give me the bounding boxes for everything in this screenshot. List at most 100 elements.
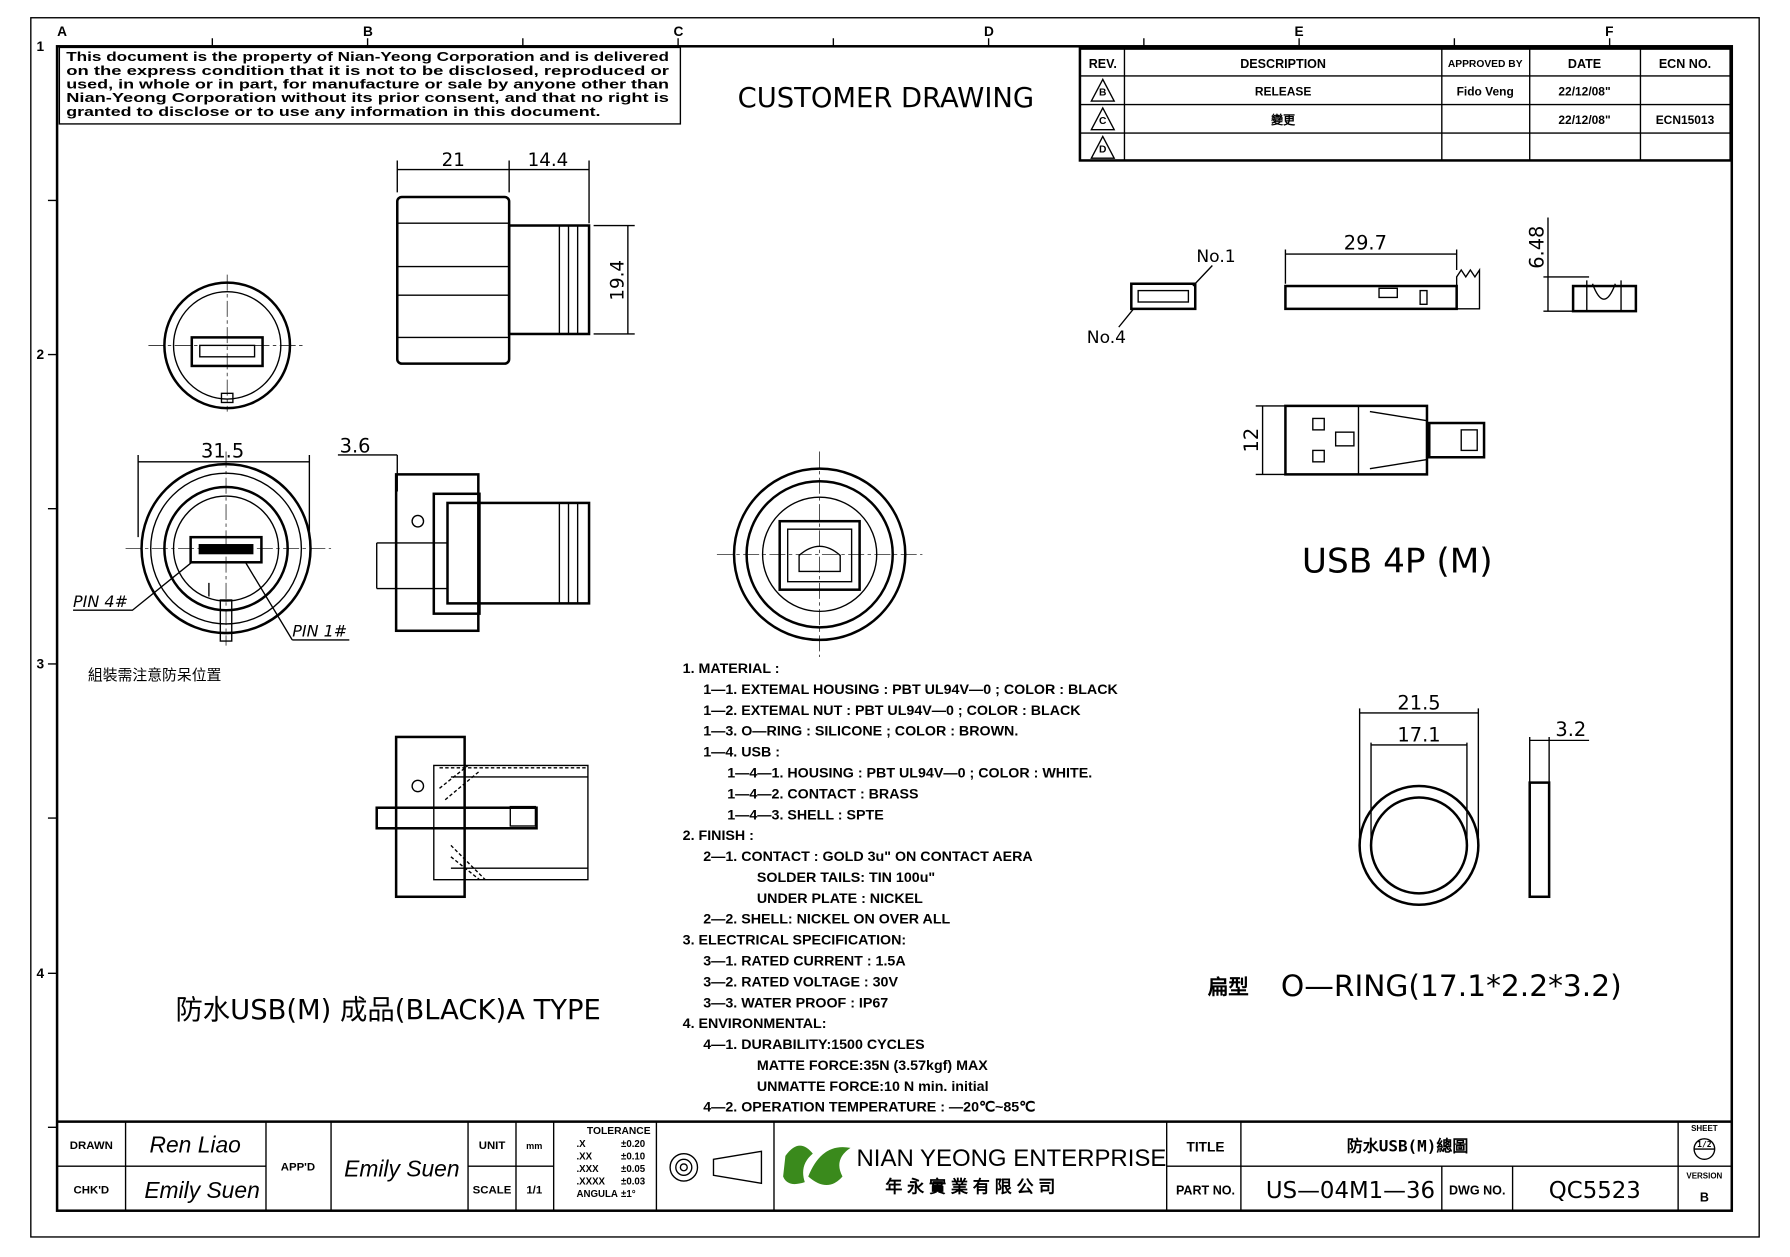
- rev-cell-rev: B: [1099, 87, 1106, 98]
- checked-label: CHK'D: [73, 1185, 109, 1197]
- rev-cell-approved_by: Fido Veng: [1457, 84, 1514, 98]
- usb-title: USB 4P (M): [1302, 542, 1493, 582]
- scale-value: 1/1: [526, 1185, 543, 1197]
- pin4-label: PIN 4#: [73, 592, 128, 611]
- note-line: 1—4. USB :: [703, 745, 780, 761]
- title-label: TITLE: [1187, 1139, 1225, 1154]
- usb-end-view: 6.48: [1525, 217, 1638, 313]
- date-header: DATE: [1568, 57, 1601, 71]
- drawn-by: Ren Liao: [150, 1131, 241, 1157]
- dim-3-6: 3.6: [340, 435, 371, 458]
- side-view-top: 21 14.4 19.4: [396, 150, 635, 365]
- dim-12: 12: [1240, 428, 1263, 453]
- note-line: UNDER PLATE : NICKEL: [757, 891, 923, 907]
- dwg-no-label: DWG NO.: [1449, 1184, 1505, 1198]
- row-2: 2: [37, 347, 45, 362]
- front-view-center: [716, 451, 923, 658]
- note-line: 1. MATERIAL :: [683, 661, 780, 677]
- tolerance-value: ±0.05: [621, 1164, 646, 1175]
- unit-label: UNIT: [479, 1140, 506, 1152]
- dim-14-4: 14.4: [528, 150, 569, 171]
- rev-cell-description: RELEASE: [1255, 84, 1312, 98]
- pin1-label: PIN 1#: [292, 621, 347, 640]
- note-line: MATTE FORCE:35N (3.57kgf) MAX: [757, 1058, 988, 1074]
- note-line: 1—2. EXTEMAL NUT : PBT UL94V—0 ; COLOR :…: [703, 703, 1081, 719]
- rev-cell-date: 22/12/08": [1558, 113, 1610, 127]
- dim-6-48: 6.48: [1525, 226, 1548, 269]
- notes: 1. MATERIAL : 1—1. EXTEMAL HOUSING : PBT …: [683, 661, 1119, 1116]
- rev-cell-rev: C: [1099, 116, 1107, 127]
- drawing-frame: [55, 45, 1734, 1212]
- cross-section-bottom: [375, 735, 589, 899]
- usb-pin-view: No.1 No.4: [1087, 247, 1236, 348]
- row-markers: 1 2 3 4: [37, 39, 45, 981]
- sheet-value: 1/2: [1697, 1140, 1712, 1149]
- company-name: NIAN YEONG ENTERPRISE: [856, 1145, 1166, 1172]
- version-label: VERSION: [1686, 1172, 1722, 1181]
- column-markers: A B C D E F: [57, 24, 1613, 39]
- note-line: 2—2. SHELL: NICKEL ON OVER ALL: [703, 912, 950, 928]
- tolerance-key: .XXX: [576, 1164, 599, 1175]
- disclaimer-line: granted to disclose or to use any inform…: [66, 104, 600, 119]
- product-title: 防水USB(M) 成品(BLACK)A TYPE: [175, 995, 600, 1026]
- pin-no1: No.1: [1196, 247, 1235, 267]
- tolerance-value: ±0.10: [621, 1151, 645, 1162]
- ecn-header: ECN NO.: [1659, 57, 1711, 71]
- drawing-title: 防水USB(M)總圖: [1347, 1136, 1469, 1155]
- revision-triangle-icon: [1090, 135, 1116, 159]
- tolerance-value: ±0.20: [621, 1139, 645, 1150]
- note-line: 1—4—3. SHELL : SPTE: [727, 807, 884, 823]
- company-logo: [783, 1145, 851, 1186]
- approved-by: Emily Suen: [344, 1155, 459, 1181]
- disclaimer-line: Nian-Yeong Corporation without its prior…: [66, 90, 669, 105]
- note-line: 4—1. DURABILITY:1500 CYCLES: [703, 1037, 924, 1053]
- note-line: 1—1. EXTEMAL HOUSING : PBT UL94V—0 ; COL…: [703, 682, 1118, 698]
- note-line: 3—3. WATER PROOF : IP67: [703, 995, 888, 1011]
- pin-no4: No.4: [1087, 328, 1126, 348]
- revision-triangle-icon: [1090, 106, 1116, 131]
- tolerance-key: .XXXX: [576, 1176, 605, 1187]
- oring-prefix: 扁型: [1208, 975, 1249, 999]
- front-view-small: [148, 274, 306, 412]
- rev-cell-date: 22/12/08": [1558, 84, 1610, 98]
- dim-29-7: 29.7: [1344, 231, 1387, 254]
- disclaimer-line: This document is the property of Nian-Ye…: [66, 49, 669, 64]
- rev-cell-description: 變更: [1271, 112, 1296, 127]
- row-1: 1: [37, 39, 45, 54]
- scale-label: SCALE: [473, 1185, 512, 1197]
- sheet-indicator: 1/2: [1693, 1138, 1716, 1161]
- approved-header: APPROVED BY: [1448, 59, 1523, 70]
- dim-3-2: 3.2: [1555, 718, 1586, 741]
- oring-title: O—RING(17.1*2.2*3.2): [1281, 968, 1622, 1003]
- approved-label: APP'D: [281, 1162, 315, 1174]
- part-no-label: PART NO.: [1176, 1184, 1235, 1198]
- rev-header: REV.: [1089, 57, 1117, 71]
- version-value: B: [1700, 1191, 1709, 1205]
- usb-top-view: 12: [1240, 404, 1486, 476]
- assembly-note: 組裝需注意防呆位置: [88, 666, 222, 684]
- note-line: 4—2. OPERATION TEMPERATURE : —20℃~85℃: [703, 1100, 1035, 1116]
- projection-symbol: [669, 1150, 763, 1185]
- tolerance-value: ±0.03: [621, 1176, 646, 1187]
- side-section-middle: 3.6: [337, 435, 591, 633]
- dim-21-5: 21.5: [1397, 692, 1440, 715]
- usb-side-view: 29.7: [1284, 231, 1481, 311]
- unit-value: mm: [526, 1141, 542, 1151]
- row-4: 4: [37, 966, 45, 981]
- col-c: C: [674, 24, 684, 39]
- description-header: DESCRIPTION: [1240, 57, 1326, 71]
- tolerance-key: .X: [576, 1139, 586, 1150]
- tolerance-key: ANGULA: [576, 1189, 617, 1200]
- outer-border: [30, 17, 1760, 1238]
- dim-19-4: 19.4: [607, 260, 628, 301]
- note-line: 3—2. RATED VOLTAGE : 30V: [703, 974, 898, 990]
- oring-view: 21.5 17.1 3.2: [1358, 692, 1590, 907]
- rev-cell-rev: D: [1099, 144, 1106, 155]
- dim-17-1: 17.1: [1397, 724, 1440, 747]
- rev-cell-ecn: ECN15013: [1656, 113, 1715, 127]
- note-line: SOLDER TAILS: TIN 100u": [757, 870, 935, 886]
- drawing-number: QC5523: [1549, 1178, 1641, 1204]
- drawn-label: DRAWN: [70, 1140, 113, 1152]
- company-name-cn: 年 永 實 業 有 限 公 司: [885, 1176, 1055, 1196]
